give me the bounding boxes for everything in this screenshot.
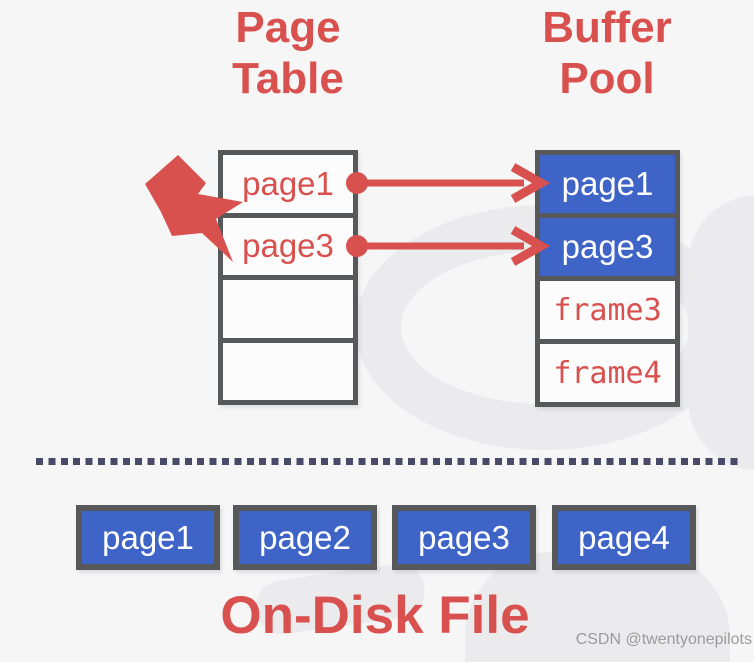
on-disk-file-title: On-Disk File (220, 586, 530, 645)
page-table-row: page1 (223, 155, 353, 213)
disk-page: page3 (392, 505, 536, 570)
arrow-page1-to-frame1 (346, 163, 551, 203)
page-table-row: page3 (223, 212, 353, 276)
csdn-watermark-text: CSDN @twentyonepilots (575, 631, 752, 648)
page-table-row (223, 275, 353, 338)
page-table-row (223, 337, 353, 401)
buffer-pool-frame: frame4 (540, 339, 675, 402)
frame-label: frame4 (553, 355, 662, 391)
disk-page: page4 (552, 505, 696, 570)
buffer-pool: page1 page3 frame3 frame4 (535, 150, 680, 407)
buffer-pool-title: Buffer Pool (542, 3, 672, 104)
buffer-pool-frame: frame3 (540, 276, 675, 339)
frame-label: page1 (561, 165, 654, 202)
page-table: page1 page3 (218, 150, 358, 405)
frame-label: frame3 (553, 292, 662, 328)
page-table-entry: page3 (242, 227, 334, 265)
disk-page: page1 (76, 505, 220, 570)
disk-page-label: page2 (259, 518, 351, 556)
background-logo-band (688, 195, 754, 470)
disk-page-label: page3 (418, 518, 510, 556)
disk-page-label: page1 (102, 518, 194, 556)
buffer-pool-frame: page1 (540, 155, 675, 213)
background-logo-blob (465, 552, 730, 662)
page-table-entry: page1 (242, 164, 334, 202)
disk-page: page2 (233, 505, 377, 570)
memory-disk-separator (36, 458, 742, 465)
buffer-pool-frame: page3 (540, 213, 675, 276)
page-table-title: Page Table (232, 3, 344, 104)
frame-label: page3 (561, 228, 654, 265)
disk-page-label: page4 (578, 518, 670, 556)
